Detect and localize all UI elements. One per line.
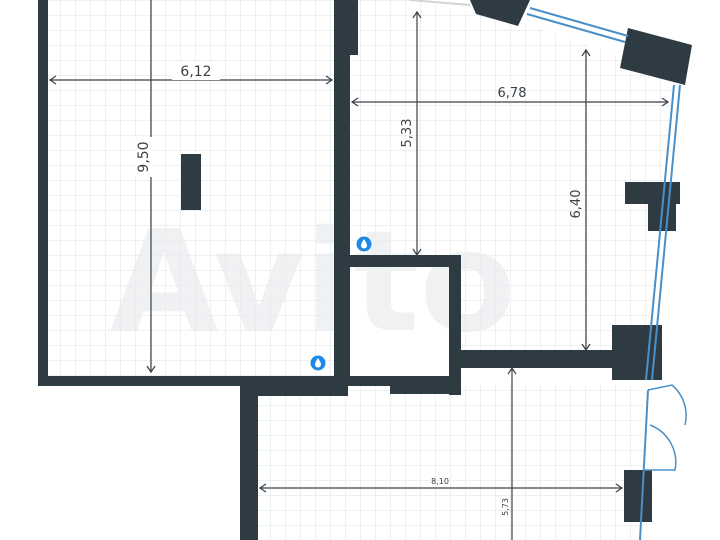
door [645, 384, 687, 471]
wall [344, 376, 390, 386]
wall [460, 350, 620, 368]
watermark: Avito [110, 201, 516, 364]
wall [390, 376, 460, 394]
dim-room2-width: 6,78 [498, 86, 527, 101]
windows [409, 0, 681, 540]
dim-room1-length: 9,50 [136, 141, 152, 172]
dim-room1-width: 6,12 [180, 64, 211, 80]
door-swing [647, 384, 687, 426]
dim-room3-depth: 5,73 [501, 498, 510, 516]
wall [334, 0, 350, 386]
dim-room2-length: 6,40 [569, 190, 584, 219]
wall [624, 470, 652, 522]
wall [240, 386, 258, 540]
wall [258, 386, 348, 396]
room-2-floor [350, 0, 675, 350]
dim-room3-width: 8,10 [431, 477, 449, 486]
dim-room2-depth: 5,33 [400, 119, 415, 148]
window [651, 84, 681, 381]
dimension-lines [48, 0, 670, 540]
room-3-floor [258, 385, 643, 540]
wall [449, 255, 461, 395]
water-drop-icon [310, 355, 326, 371]
window [526, 13, 626, 43]
window [639, 389, 649, 540]
wall [470, 0, 530, 26]
column [181, 154, 201, 210]
door-swing [645, 424, 677, 471]
wall [38, 0, 48, 386]
wall [334, 255, 460, 267]
wall [620, 28, 692, 85]
window [645, 84, 675, 381]
wall [350, 0, 358, 55]
window [529, 7, 629, 37]
wall [38, 376, 344, 386]
water-drop-icon [356, 236, 372, 252]
dimension-labels: 6,12 9,50 6,78 5,33 6,40 8,10 5,73 [135, 62, 584, 516]
window [409, 0, 471, 6]
